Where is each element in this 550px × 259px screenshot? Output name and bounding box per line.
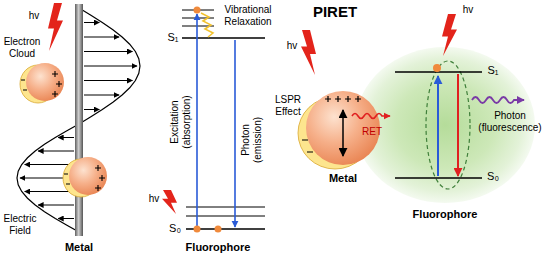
electron-dot [194,226,201,233]
ret-label: RET [357,126,387,138]
dipole-arrow [342,110,344,156]
field-arrow [84,109,99,110]
electron-dot [433,64,441,72]
excitation-arrow [437,76,439,176]
field-arrow [58,137,74,138]
emission-arrow [234,40,236,227]
field-arrow [58,218,74,219]
electron-dot [194,7,201,14]
photon-energy-label: hv [26,10,42,22]
photon-energy-label: hv [460,4,476,16]
panel-title: PIRET [300,3,370,21]
charge-signs [21,71,62,97]
field-arrow [25,164,74,165]
state-label: S₀ [167,222,183,235]
photon-energy-label: hv [146,193,162,205]
vibrational-level [186,207,265,208]
s1-level [182,37,265,39]
lightning-bolt [301,30,316,75]
charge-signs [302,96,361,152]
lspr-label: LSPR Effect [268,94,308,118]
field-arrow [84,95,119,96]
transition-dashed-ellipse [426,61,470,189]
electric-field-label: Electric Field [0,213,40,237]
fluorophore-label: Fluorophore [405,208,485,221]
ret-arrow [352,114,390,119]
relaxation-label: Vibrational Relaxation [218,4,278,28]
field-arrow [84,51,132,52]
metal-particle [26,63,64,101]
electron-dot [215,226,222,233]
field-arrow [25,191,74,192]
state-label: S₁ [165,31,181,44]
emission-label: Photon (emission) [240,112,264,168]
fluorophore-label: Fluorophore [178,241,258,254]
relaxation-squiggle [201,13,213,37]
state-label: S₁ [485,64,501,77]
lightning-bolt [48,3,63,51]
vibrational-level [186,216,265,217]
fluorescence-photon-arrow [472,97,524,103]
energy-levels [182,10,265,229]
electron-cloud-label: Electron Cloud [0,36,44,60]
field-arrow [38,151,74,152]
field-arrow [84,80,132,81]
excitation-arrow [196,14,198,226]
metal-label: Metal [54,241,104,254]
field-arrow [84,22,99,23]
state-label: S₀ [485,170,501,183]
metal-particle [69,157,107,195]
field-arrow [84,66,137,67]
field-arrow [38,205,74,206]
s0-level [395,177,482,179]
field-arrow [84,37,119,38]
fluorescence-label: Photon (fluorescence) [472,110,548,134]
photon-energy-label: hv [284,40,300,52]
metal-label: Metal [318,172,368,185]
metal-rod [75,4,83,236]
excitation-label: Excitation (absorption) [169,87,193,157]
lightning-bolt [162,190,177,214]
emission-arrow [457,74,459,176]
charge-signs [64,165,105,191]
lightning-bolt [442,14,457,56]
